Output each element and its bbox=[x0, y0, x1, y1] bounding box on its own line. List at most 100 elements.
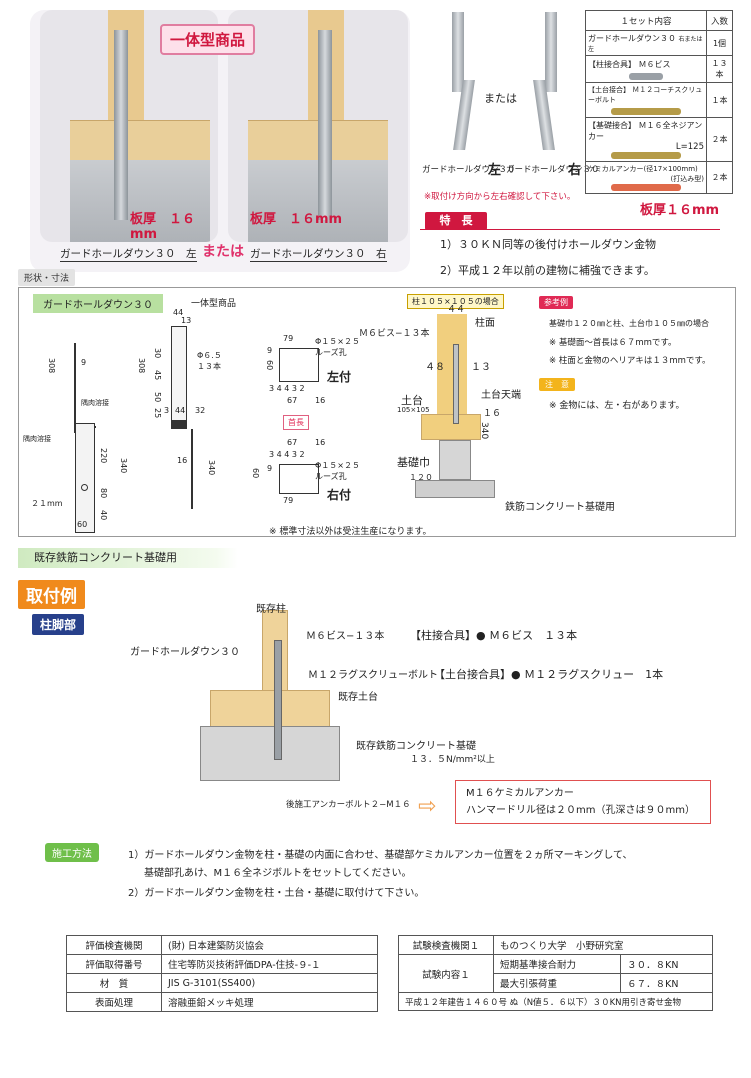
side-view-line bbox=[74, 343, 76, 433]
caption-right: ガードホールダウン３０ 右 bbox=[250, 248, 387, 262]
strength-label: １３．５N/mm²以上 bbox=[410, 755, 495, 765]
side-view-plate bbox=[75, 423, 95, 533]
dim-row: 3 4 4 3 2 bbox=[269, 450, 305, 459]
front-view-plate bbox=[171, 326, 187, 421]
set-row: 【柱接合具】 Ｍ６ビス bbox=[585, 55, 707, 83]
set-header-item: １セット内容 bbox=[585, 10, 707, 31]
set-row-sub: L=125 bbox=[675, 142, 704, 152]
spec-key: 最大引張荷重 bbox=[492, 973, 622, 993]
caption-left: ガードホールダウン３０ 左 bbox=[60, 248, 197, 262]
concrete-base bbox=[70, 160, 210, 242]
section-foundation bbox=[439, 440, 471, 480]
spec-key: 短期基準接合耐力 bbox=[492, 954, 622, 974]
dim: 67 bbox=[287, 438, 298, 447]
dim: 220 bbox=[99, 448, 108, 464]
set-row-label: ガードホールダウン３０ bbox=[588, 34, 676, 43]
post-anchor-label: 後施工アンカーボルト２−M１６ bbox=[286, 800, 411, 810]
bracket-left-upper bbox=[452, 12, 464, 92]
dim: ４８ bbox=[425, 362, 445, 373]
m6-13-label: Ｍ６ビス−１３本 bbox=[306, 631, 385, 642]
sill-size: 105×105 bbox=[397, 406, 430, 414]
spec-key: 評価取得番号 bbox=[66, 954, 162, 974]
set-row-label: 【基礎接合】 Ｍ１６全ネジアンカー bbox=[588, 121, 703, 141]
dim: 32 bbox=[195, 406, 206, 415]
single-left-suffix: 左 bbox=[488, 163, 502, 178]
dim: 340 bbox=[207, 460, 216, 476]
dim: 60 bbox=[251, 468, 260, 479]
set-contents-table: １セット内容 入数 ガードホールダウン３０ 右または左 1個 【柱接合具】 Ｍ６… bbox=[585, 10, 733, 194]
dim: 40 bbox=[99, 510, 108, 521]
shape-title: ガードホールダウン３０ bbox=[33, 294, 163, 313]
set-row-sub: 右または左 bbox=[588, 36, 703, 53]
method-tag: 施工方法 bbox=[45, 843, 99, 862]
reference-line: ※ 柱面と金物のヘリアキは１３mmです。 bbox=[549, 356, 711, 366]
column-face-label: 柱面 bbox=[475, 318, 495, 329]
anchor-info-box: M１６ケミカルアンカー ハンマードリル径は２０mm（孔深さは９０mm） bbox=[455, 780, 711, 824]
sill-label: 土台 bbox=[401, 394, 423, 407]
set-row: ガードホールダウン３０ 右または左 bbox=[585, 30, 707, 56]
dim: 16 bbox=[315, 438, 326, 447]
top-view-left bbox=[279, 348, 319, 382]
left-attach-label: 左付 bbox=[327, 370, 352, 384]
photo-panel: 板厚 １６mm 板厚 １６mm 一体型商品 ガードホールダウン３０ 左 または … bbox=[30, 10, 410, 272]
dim: 16 bbox=[177, 456, 188, 465]
dim: 340 bbox=[119, 458, 128, 474]
m6-tool-label: 【柱接合具】● Ｍ６ビス １３本 bbox=[410, 629, 578, 642]
method-line: 基礎部孔あけ、M１６全ネジボルトをセットしてください。 bbox=[144, 868, 412, 879]
set-row-label: 【土台接合】 Ｍ１２コーチスクリューボルト bbox=[588, 86, 703, 104]
set-row-qty: 1個 bbox=[706, 30, 733, 56]
singles-or: または bbox=[484, 92, 517, 105]
anchor-line: ハンマードリル径は２０mm（孔深さは９０mm） bbox=[466, 805, 695, 816]
set-row-qty: ２本 bbox=[706, 161, 733, 194]
install-foundation bbox=[200, 726, 340, 781]
install-sill bbox=[210, 690, 330, 730]
spec-value: ものつくり大学 小野研究室 bbox=[493, 935, 713, 955]
dim: 9 bbox=[267, 346, 273, 355]
chemical-anchor-image bbox=[611, 184, 681, 191]
dim: 340 bbox=[479, 422, 489, 440]
dim: 80 bbox=[99, 488, 108, 499]
or-label: または bbox=[202, 244, 244, 260]
single-right-suffix: 右 bbox=[568, 163, 582, 178]
right-attach-label: 右付 bbox=[327, 488, 352, 502]
bracket-right-upper bbox=[545, 12, 557, 92]
integrated-product-badge: 一体型商品 bbox=[160, 24, 256, 55]
custom-note: ※ 標準寸法以外は受注生産になります。 bbox=[269, 527, 432, 537]
caution-line: ※ 金物には、左・右があります。 bbox=[549, 401, 685, 411]
front-view-line bbox=[191, 429, 193, 509]
front-view-base bbox=[171, 421, 187, 429]
dim: 25 bbox=[153, 408, 162, 419]
section-footing bbox=[415, 480, 495, 498]
direction-note: ※取付け方向から左右確認して下さい。 bbox=[424, 192, 576, 202]
existing-sill-label: 既存土台 bbox=[338, 692, 378, 703]
feature-item: 1）３０ＫＮ同等の後付けホールダウン金物 bbox=[440, 238, 656, 251]
reference-line: 基礎巾１２０㎜と柱、土台巾１０５㎜の場合 bbox=[549, 319, 709, 328]
dim: 79 bbox=[283, 334, 294, 343]
dim: 9 bbox=[267, 464, 273, 473]
shape-subtitle: 一体型商品 bbox=[191, 299, 237, 309]
existing-rc-bar: 既存鉄筋コンクリート基礎用 bbox=[18, 548, 238, 568]
screw-image bbox=[628, 72, 664, 80]
existing-rc-label: 既存鉄筋コンクリート基礎 bbox=[356, 741, 476, 752]
set-row-qty: １３本 bbox=[706, 55, 733, 83]
single-left-label: ガードホールダウン３０ bbox=[422, 165, 516, 175]
set-row: 【土台接合】 Ｍ１２コーチスクリューボルト bbox=[585, 82, 707, 118]
sill-top-label: 土台天端 bbox=[481, 390, 521, 401]
top-view-right bbox=[279, 464, 319, 494]
set-row-sub: (打込み型) bbox=[670, 175, 704, 183]
hole-spec: Φ６.５ １３本 bbox=[197, 351, 222, 371]
section-bracket bbox=[453, 344, 459, 424]
shape-section: ガードホールダウン３０ 一体型商品 308 9 隅肉溶接 隅肉溶接 220 34… bbox=[18, 287, 736, 537]
spec-value: 住宅等防災技術評価DPA-住技-９-１ bbox=[161, 954, 378, 974]
spec-value: 溶融亜鉛メッキ処理 bbox=[161, 992, 378, 1012]
bracket-metal bbox=[114, 30, 128, 220]
weld-label: 隅肉溶接 bbox=[23, 435, 51, 443]
spec-key: 評価検査機関 bbox=[66, 935, 162, 955]
anchor-image bbox=[611, 152, 681, 159]
rc-foundation-label: 鉄筋コンクリート基礎用 bbox=[505, 502, 615, 513]
dim: 44 bbox=[175, 406, 186, 415]
set-row-label: 【柱接合具】 Ｍ６ビス bbox=[588, 59, 671, 69]
foundation-width-label: 基礎巾 bbox=[397, 456, 430, 469]
thickness-label-left: 板厚 １６mm bbox=[130, 212, 196, 242]
